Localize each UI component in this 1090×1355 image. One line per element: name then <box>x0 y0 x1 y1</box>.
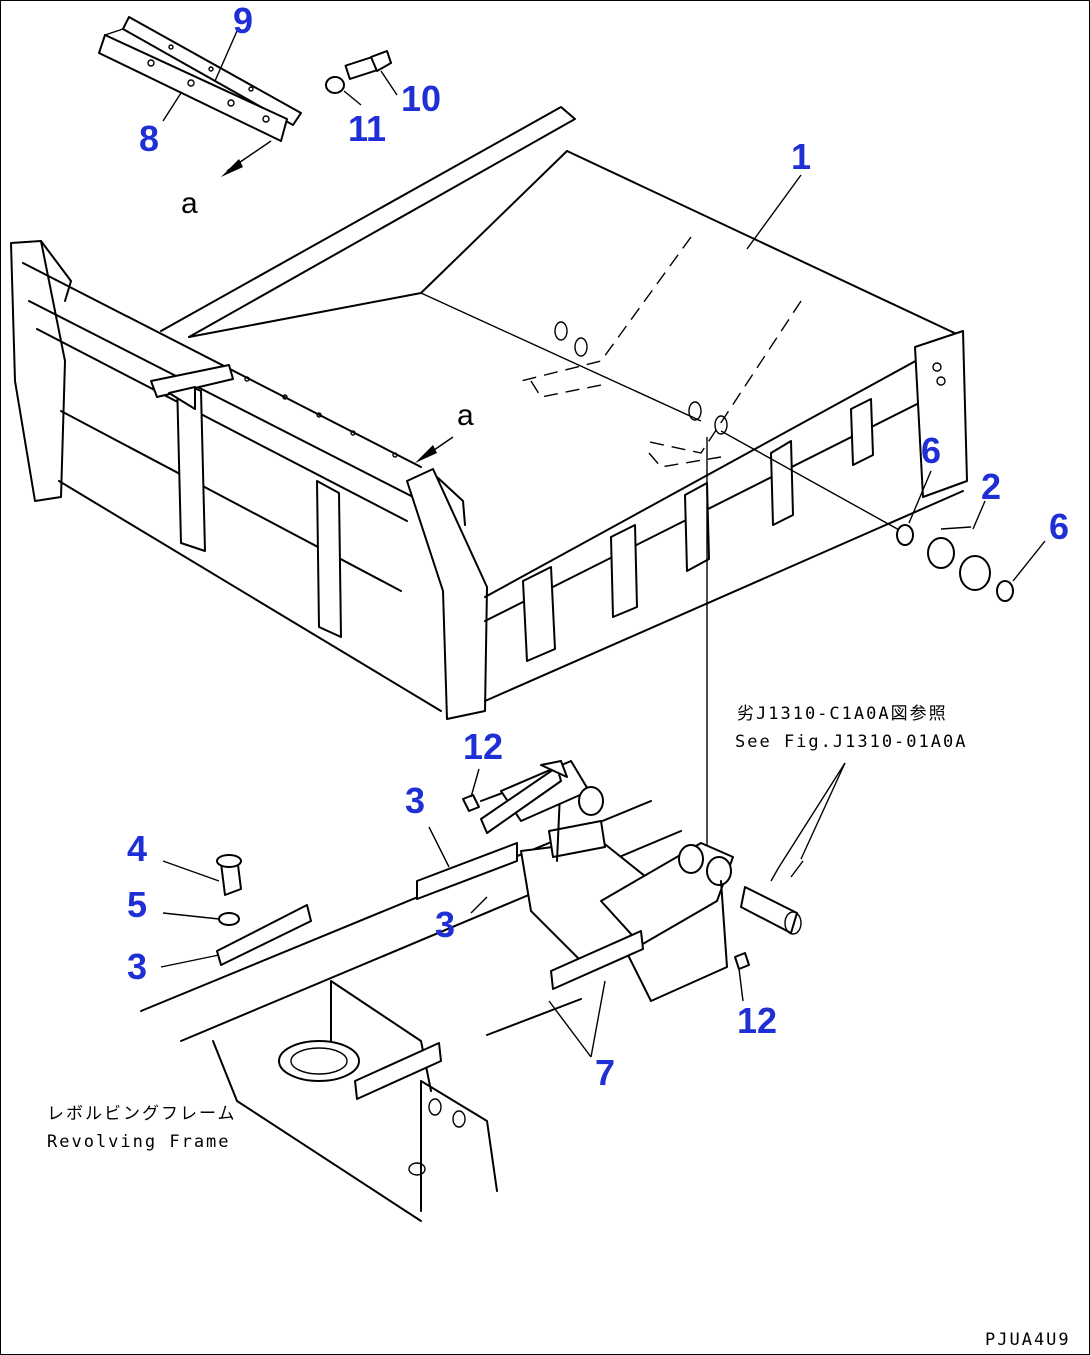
callout-12-bottom: 12 <box>737 1000 777 1041</box>
bolt-10 <box>325 50 392 94</box>
callout-12-top: 12 <box>463 726 503 767</box>
frame-label-jp: レボルビングフレーム <box>47 1104 237 1124</box>
callout-3-mid: 3 <box>435 904 455 945</box>
callout-4: 4 <box>127 828 147 869</box>
callout-3-left: 3 <box>127 946 147 987</box>
body-part-1 <box>10 106 968 720</box>
see-fig-jp: 劣J1310-C1A0A図参照 <box>737 704 948 724</box>
bushing-part-2 <box>896 524 1014 602</box>
callout-6-right: 6 <box>1049 506 1069 547</box>
detail-plates <box>98 16 302 142</box>
frame-label-en: Revolving Frame <box>47 1132 231 1152</box>
drawing-code: PJUA4U9 <box>985 1330 1071 1350</box>
ref-a-top: a <box>181 187 198 220</box>
callout-6-left: 6 <box>921 430 941 471</box>
callout-9: 9 <box>233 1 253 41</box>
ref-a-mid: a <box>457 399 474 432</box>
callout-11: 11 <box>348 108 386 149</box>
callout-5: 5 <box>127 884 147 925</box>
callout-7: 7 <box>595 1052 615 1093</box>
callout-8: 8 <box>139 118 159 159</box>
callout-1: 1 <box>791 136 811 177</box>
callout-2: 2 <box>981 466 1001 507</box>
callout-3-top: 3 <box>405 780 425 821</box>
see-fig-en: See Fig.J1310-01A0A <box>735 732 967 752</box>
callout-10: 10 <box>401 78 441 119</box>
revolving-frame <box>140 760 804 1222</box>
